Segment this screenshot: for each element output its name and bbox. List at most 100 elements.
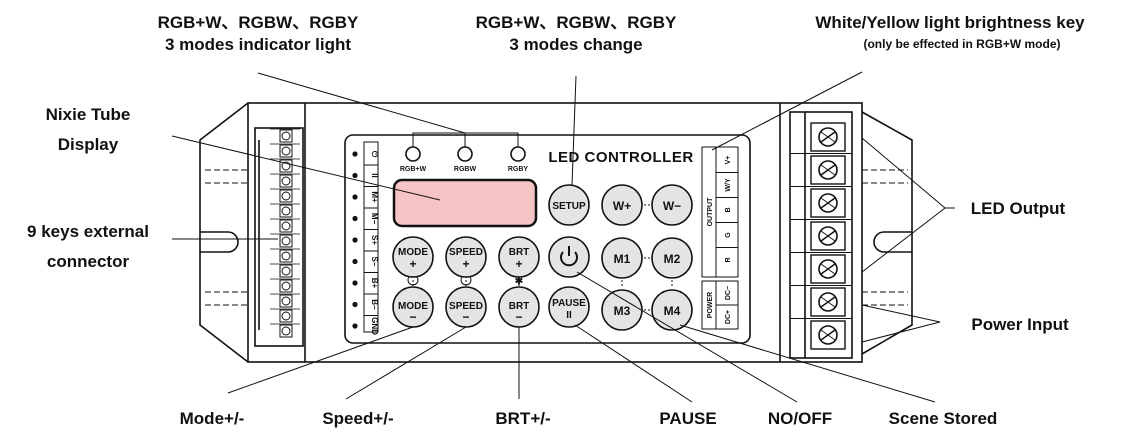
svg-text:SPEED: SPEED — [449, 301, 483, 312]
connector-pin — [279, 144, 293, 158]
pin-dot — [352, 194, 358, 200]
svg-text:M2: M2 — [664, 252, 681, 266]
callout-mode-change-line1: RGB+W、RGBW、RGBY — [476, 13, 677, 32]
speed-minus-button[interactable]: SPEED − — [445, 286, 487, 328]
front-panel: ⏻IIM+M−S+S−B+B−GND RGB+W RGBW RGBY LED C… — [344, 132, 751, 344]
power-label: POWER — [707, 292, 714, 318]
terminal-screw-icon — [818, 226, 838, 246]
m4-button[interactable]: M4 — [651, 289, 693, 331]
right-mounting-ear — [861, 111, 913, 355]
svg-text:SPEED: SPEED — [449, 247, 483, 258]
pin-dot — [352, 301, 358, 308]
connector-pin — [279, 249, 293, 263]
svg-text:SETUP: SETUP — [552, 201, 586, 212]
svg-text:II: II — [566, 310, 572, 321]
connector-pin — [279, 129, 293, 143]
speed-plus-button[interactable]: SPEED + — [445, 236, 487, 278]
pin-dot — [352, 258, 358, 265]
svg-text:M3: M3 — [614, 304, 631, 318]
key-pin-label: M+ — [370, 191, 379, 203]
leader-lines — [171, 71, 955, 403]
callout-ext-line2: connector — [47, 252, 130, 271]
callout-nixie-line2: Display — [58, 135, 119, 154]
connector-pin — [279, 309, 293, 323]
connector-pin — [279, 264, 293, 278]
callout-scene: Scene Stored — [889, 409, 998, 428]
callout-onoff: NO/OFF — [768, 409, 832, 428]
pin-dot — [352, 172, 358, 179]
callout-pause: PAUSE — [659, 409, 716, 428]
key-pin-label: II — [370, 173, 379, 177]
pin-dot — [352, 280, 358, 286]
connector-pin — [279, 189, 293, 203]
callout-ext-line1: 9 keys external — [27, 222, 149, 241]
callout-indicator-line2: 3 modes indicator light — [165, 35, 351, 54]
terminal-screw-icon — [818, 325, 838, 345]
right-screw-slot — [873, 231, 912, 253]
indicator-light-rgbw-plus — [405, 146, 421, 162]
brightness-symbol-icon: ✱ — [515, 276, 524, 287]
indicator-label-rgbw-plus: RGB+W — [400, 166, 427, 173]
svg-text:MODE: MODE — [398, 301, 428, 312]
svg-text:M4: M4 — [664, 304, 681, 318]
connector-pin — [279, 234, 293, 248]
power-channel-label: DC+ — [725, 310, 732, 324]
svg-text:+: + — [409, 257, 416, 271]
indicator-label-rgbw: RGBW — [454, 166, 477, 173]
output-channel-label: R — [725, 257, 732, 262]
external-key-connector — [254, 127, 304, 347]
callout-power-input: Power Input — [971, 315, 1069, 334]
pause-button[interactable]: PAUSE II — [548, 286, 590, 328]
controller-housing — [199, 102, 913, 363]
mode-plus-button[interactable]: MODE + — [392, 236, 434, 278]
connector-pin — [279, 204, 293, 218]
w-plus-button[interactable]: W+ — [601, 184, 643, 226]
connector-pin — [279, 324, 293, 338]
connector-pin — [279, 294, 293, 308]
svg-text:BRT: BRT — [509, 301, 530, 312]
connector-pin — [279, 279, 293, 293]
callout-nixie-line1: Nixie Tube — [46, 105, 131, 124]
indicator-label-rgby: RGBY — [508, 166, 529, 173]
m3-button[interactable]: M3 — [601, 289, 643, 331]
setup-button[interactable]: SETUP — [548, 184, 590, 226]
indicator-light-rgbw — [457, 146, 473, 162]
pin-dot — [352, 323, 358, 329]
key-pin-label: M− — [370, 213, 379, 225]
pin-dot — [352, 237, 358, 243]
svg-text:−: − — [515, 310, 522, 324]
terminal-screw-icon — [818, 127, 838, 147]
m2-button[interactable]: M2 — [651, 237, 693, 279]
output-channel-label: B — [725, 207, 732, 212]
key-pin-strip — [363, 141, 379, 333]
brt-plus-button[interactable]: BRT + — [498, 236, 540, 278]
svg-text:W+: W+ — [613, 199, 631, 213]
callout-wy-key-line1: White/Yellow light brightness key — [815, 13, 1085, 32]
svg-text:PAUSE: PAUSE — [552, 298, 586, 309]
svg-text:−: − — [409, 310, 416, 324]
svg-text:W−: W− — [663, 199, 681, 213]
svg-text:−: − — [462, 310, 469, 324]
w-minus-button[interactable]: W− — [651, 184, 693, 226]
key-pin-label: S− — [370, 256, 379, 266]
pin-dot — [352, 151, 358, 157]
svg-text:MODE: MODE — [398, 247, 428, 258]
terminal-screw-icon — [818, 259, 838, 279]
terminal-screw-icon — [818, 292, 838, 312]
callout-mode-change-line2: 3 modes change — [509, 35, 642, 54]
indicator-light-rgby — [510, 146, 526, 162]
panel-title: LED CONTROLLER — [548, 149, 693, 166]
power-button[interactable] — [548, 236, 590, 278]
output-channel-label: G — [725, 232, 732, 238]
output-channel-label: V+ — [725, 156, 732, 165]
output-label: OUTPUT — [707, 197, 714, 227]
brt-minus-button[interactable]: BRT − — [498, 286, 540, 328]
mode-minus-button[interactable]: MODE − — [392, 286, 434, 328]
panel-outline — [344, 134, 751, 344]
key-pin-label: S+ — [370, 235, 379, 245]
m1-button[interactable]: M1 — [601, 237, 643, 279]
left-screw-slot — [200, 231, 239, 253]
callout-speed-pm: Speed+/- — [322, 409, 393, 428]
svg-text:M1: M1 — [614, 252, 631, 266]
